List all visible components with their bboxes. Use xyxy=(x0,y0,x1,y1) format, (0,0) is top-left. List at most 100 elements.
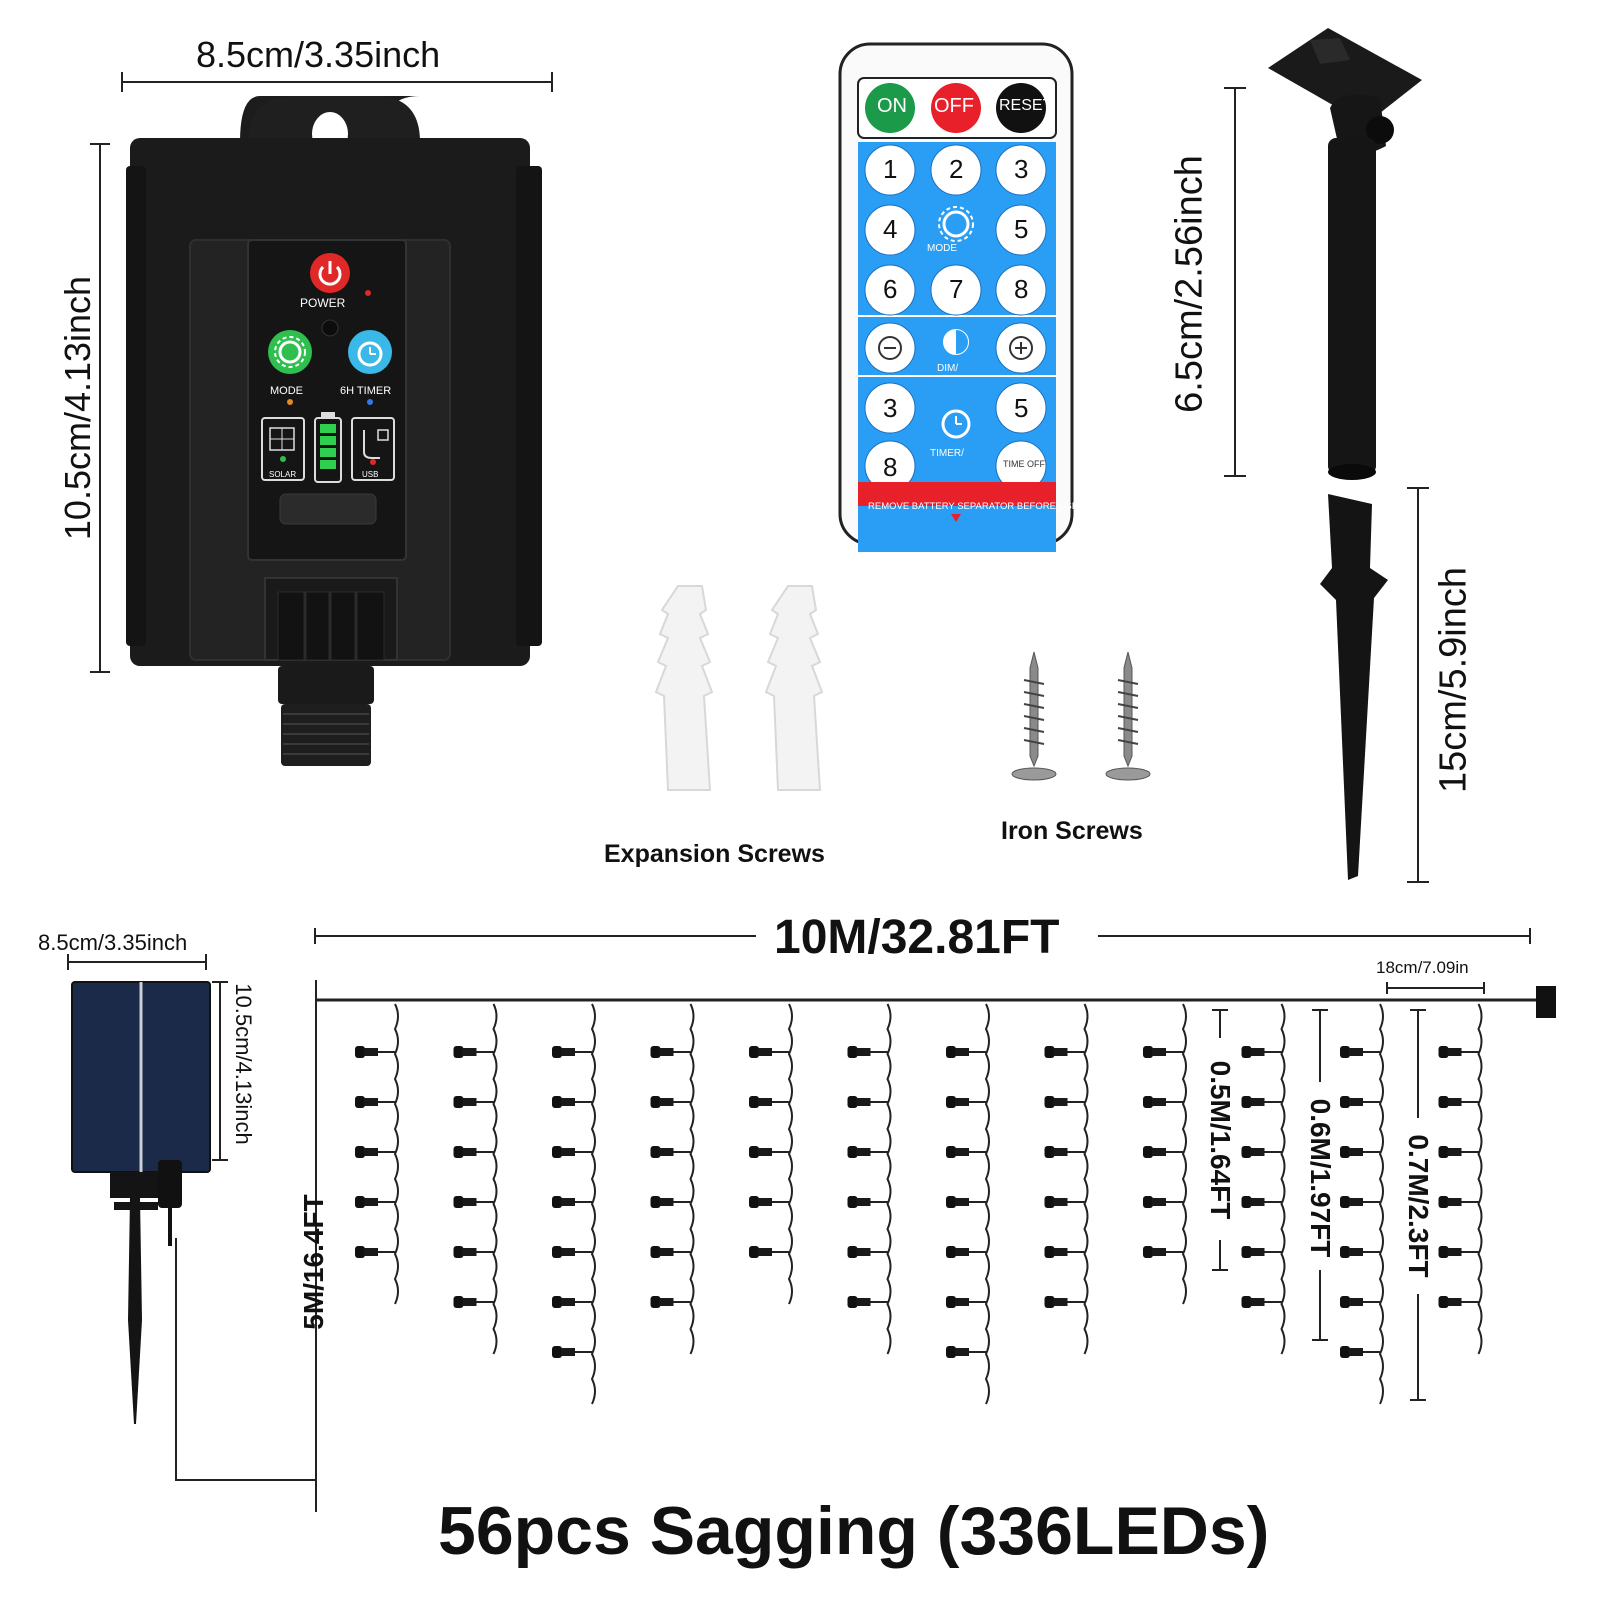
led-bulb xyxy=(946,1346,986,1358)
led-bulb xyxy=(1438,1296,1479,1308)
remote-time-off-label: TIME OFF xyxy=(1003,459,1045,469)
led-bulb xyxy=(946,1146,986,1158)
led-bulb xyxy=(946,1296,986,1308)
led-bulb xyxy=(1241,1146,1282,1158)
drop-wire xyxy=(492,1003,498,1355)
remote-key-8: 8 xyxy=(1014,274,1029,304)
stake-parts xyxy=(1224,28,1429,883)
led-bulb xyxy=(1044,1046,1085,1058)
solar-indicator-label: SOLAR xyxy=(269,470,297,479)
remote-warning-label: REMOVE BATTERY SEPARATOR BEFORE USE xyxy=(868,501,1079,512)
led-bulb xyxy=(1241,1046,1282,1058)
led-bulb xyxy=(1143,1146,1183,1158)
short-drop-label: 0.5M/1.64FT xyxy=(1205,1060,1236,1220)
led-bulb xyxy=(650,1146,691,1158)
led-bulb xyxy=(355,1096,395,1108)
led-bulb xyxy=(1241,1246,1282,1258)
led-bulb xyxy=(1438,1046,1479,1058)
led-bulb xyxy=(1143,1246,1183,1258)
drop-wire xyxy=(984,1003,990,1405)
drop-wire xyxy=(689,1003,695,1355)
led-bulb xyxy=(1438,1196,1479,1208)
drop-wire xyxy=(393,1003,399,1305)
led-bulb xyxy=(1044,1096,1085,1108)
expansion-screws-label: Expansion Screws xyxy=(604,840,825,868)
led-bulb xyxy=(453,1146,494,1158)
led-bulb xyxy=(749,1046,789,1058)
led-bulb xyxy=(650,1246,691,1258)
controller-box xyxy=(126,96,542,766)
led-bulb xyxy=(1340,1346,1380,1358)
remote-key-6: 6 xyxy=(883,274,898,304)
led-bulb xyxy=(1340,1096,1380,1108)
led-bulb xyxy=(453,1096,494,1108)
led-bulb xyxy=(1143,1096,1183,1108)
led-bulb xyxy=(453,1296,494,1308)
led-count-title: 56pcs Sagging (336LEDs) xyxy=(438,1493,1270,1569)
led-bulb xyxy=(552,1146,592,1158)
power-button-label: POWER xyxy=(300,296,346,310)
led-bulb xyxy=(847,1196,888,1208)
led-drops xyxy=(355,1003,1483,1405)
remote-key-2: 2 xyxy=(949,154,964,184)
drop-wire xyxy=(1378,1003,1384,1405)
led-bulb xyxy=(453,1196,494,1208)
led-bulb xyxy=(1340,1296,1380,1308)
led-bulb xyxy=(1044,1196,1085,1208)
panel-width-label: 8.5cm/3.35inch xyxy=(38,930,188,955)
led-bulb xyxy=(552,1296,592,1308)
led-bulb xyxy=(552,1246,592,1258)
led-bulb xyxy=(946,1096,986,1108)
led-bulb xyxy=(552,1346,592,1358)
remote-timer-8: 8 xyxy=(883,452,898,482)
remote-control xyxy=(838,42,1074,552)
remote-timer-3: 3 xyxy=(883,393,898,423)
solar-panel xyxy=(67,954,317,1481)
led-bulb xyxy=(749,1196,789,1208)
remote-mode-label: MODE xyxy=(927,243,957,254)
drop-wire xyxy=(787,1003,793,1305)
led-bulb xyxy=(355,1046,395,1058)
led-bulb xyxy=(1340,1246,1380,1258)
drop-wire xyxy=(1181,1003,1187,1305)
led-bulb xyxy=(1044,1296,1085,1308)
remote-key-4: 4 xyxy=(883,214,898,244)
led-bulb xyxy=(453,1246,494,1258)
led-bulb xyxy=(453,1046,494,1058)
led-bulb xyxy=(1340,1196,1380,1208)
accessory-parts xyxy=(654,585,1151,791)
drop-wire xyxy=(1280,1003,1286,1355)
led-bulb xyxy=(847,1046,888,1058)
drop-wire xyxy=(590,1003,596,1405)
remote-key-5: 5 xyxy=(1014,214,1029,244)
led-bulb xyxy=(1044,1146,1085,1158)
iron-screws-label: Iron Screws xyxy=(1001,817,1143,845)
remote-key-7: 7 xyxy=(949,274,964,304)
led-bulb xyxy=(1438,1246,1479,1258)
led-bulb xyxy=(1340,1046,1380,1058)
controller-width-label: 8.5cm/3.35inch xyxy=(196,34,441,75)
led-bulb xyxy=(552,1046,592,1058)
led-bulb xyxy=(847,1096,888,1108)
led-bulb xyxy=(552,1196,592,1208)
led-bulb xyxy=(749,1246,789,1258)
led-bulb xyxy=(355,1246,395,1258)
led-bulb xyxy=(847,1246,888,1258)
remote-on-label: ON xyxy=(877,95,907,117)
lead-wire-label: 5M/16.4FT xyxy=(298,1194,329,1330)
string-length-label: 10M/32.81FT xyxy=(774,911,1060,964)
led-bulb xyxy=(1241,1296,1282,1308)
led-bulb xyxy=(749,1096,789,1108)
led-bulb xyxy=(650,1096,691,1108)
remote-timer-label: TIMER/ xyxy=(930,448,964,459)
led-bulb xyxy=(847,1146,888,1158)
medium-drop-label: 0.6M/1.97FT xyxy=(1305,1098,1336,1258)
led-bulb xyxy=(1241,1096,1282,1108)
remote-dim-label: DIM/ xyxy=(937,363,959,374)
led-bulb xyxy=(946,1246,986,1258)
led-bulb xyxy=(1241,1196,1282,1208)
remote-key-3: 3 xyxy=(1014,154,1029,184)
led-bulb xyxy=(1143,1046,1183,1058)
